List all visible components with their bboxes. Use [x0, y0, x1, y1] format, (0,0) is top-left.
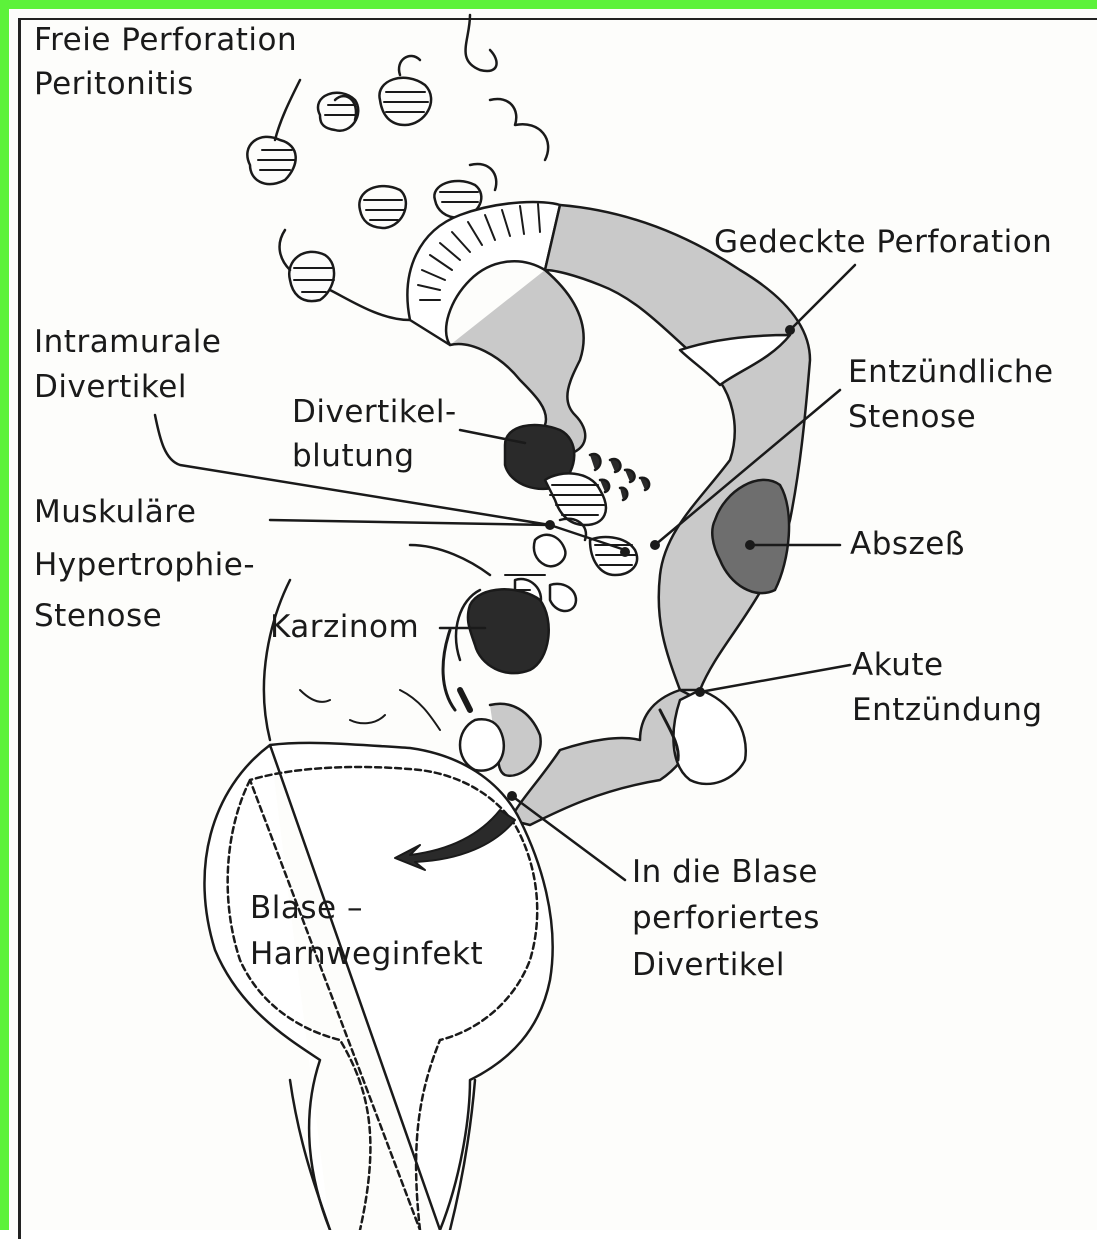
label-entzuendliche: Entzündliche [848, 350, 1054, 394]
label-entzuendung: Entzündung [852, 688, 1043, 732]
label-divertikel-3: Divertikel [632, 943, 785, 987]
label-harnweginfekt: Harnweginfekt [250, 932, 483, 976]
label-perforiertes: perforiertes [632, 896, 820, 940]
label-stenose: Stenose [848, 395, 976, 439]
label-in-die-blase: In die Blase [632, 850, 818, 894]
label-blase: Blase – [250, 886, 363, 930]
label-divertikel-blutung-2: blutung [292, 434, 415, 478]
label-freie-perforation: Freie Perforation [34, 18, 297, 62]
sigmoid-colon [407, 202, 810, 825]
label-divertikel: Divertikel [34, 365, 187, 409]
label-abszess: Abszeß [850, 522, 965, 566]
carcinoma [468, 589, 549, 673]
label-hypertrophie: Hypertrophie- [34, 543, 255, 587]
label-akute: Akute [852, 643, 944, 687]
label-muskulaere: Muskuläre [34, 490, 196, 534]
label-karzinom: Karzinom [270, 605, 419, 649]
label-stenose-2: Stenose [34, 594, 162, 638]
label-divertikel-blutung-1: Divertikel- [292, 390, 457, 434]
label-gedeckte-perforation: Gedeckte Perforation [714, 220, 1052, 264]
label-peritonitis: Peritonitis [34, 62, 194, 106]
label-intramurale: Intramurale [34, 320, 221, 364]
